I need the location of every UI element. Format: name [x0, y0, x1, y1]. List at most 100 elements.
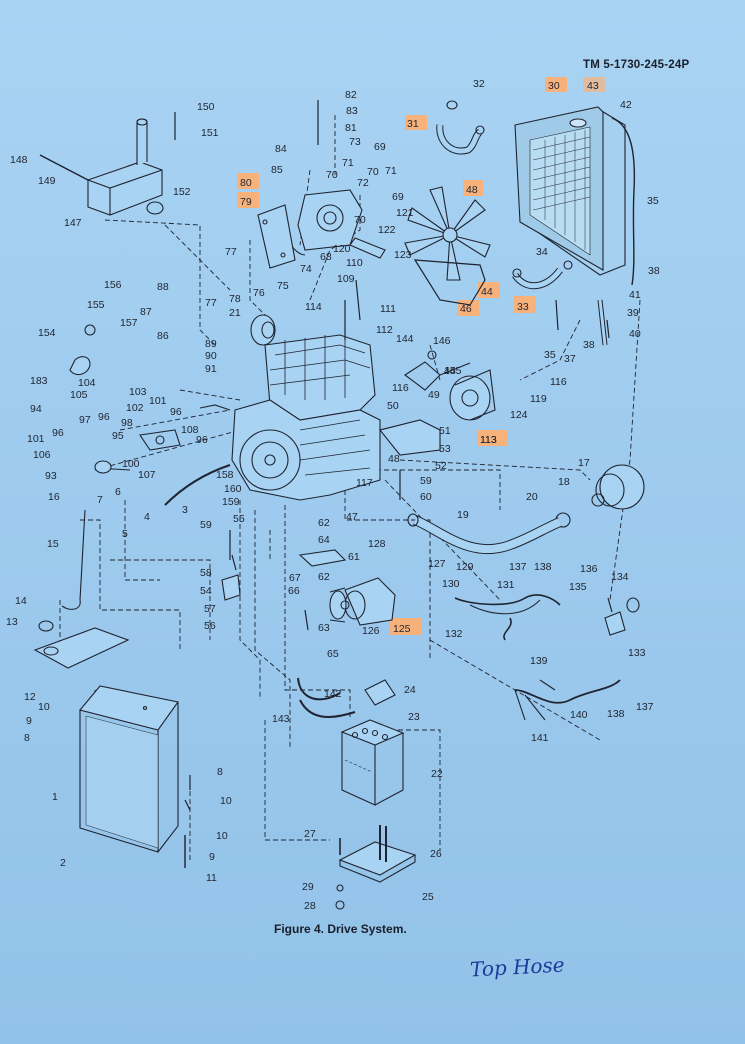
callout-64: 64: [318, 534, 330, 546]
callout-35: 35: [647, 195, 659, 207]
callout-8: 8: [24, 732, 30, 744]
callout-67: 67: [289, 572, 301, 584]
callout-138: 138: [607, 708, 625, 720]
callout-137: 137: [636, 701, 654, 713]
battery: [340, 719, 405, 806]
callout-68: 68: [320, 251, 332, 263]
callout-29: 29: [302, 881, 314, 893]
callout-18: 18: [558, 476, 570, 488]
engine: [199, 334, 381, 501]
callout-1: 1: [52, 791, 58, 803]
callout-52: 52: [435, 460, 447, 472]
callout-21: 21: [229, 307, 241, 319]
callout-13: 13: [6, 616, 18, 628]
callout-39: 39: [627, 307, 639, 319]
highlight-43: [583, 77, 605, 92]
callout-48: 48: [466, 184, 478, 196]
callout-110: 110: [346, 257, 363, 269]
callout-133: 133: [628, 647, 646, 659]
callout-55: 55: [233, 513, 245, 525]
callout-159: 159: [222, 496, 240, 508]
callout-10: 10: [216, 830, 228, 842]
callout-95: 95: [112, 430, 124, 442]
callout-121: 121: [396, 207, 414, 219]
callout-140: 140: [570, 709, 588, 721]
callout-59: 59: [420, 475, 432, 487]
callout-2: 2: [60, 857, 66, 869]
callout-62: 62: [318, 571, 330, 583]
highlight-44: [478, 282, 500, 298]
callout-41: 41: [629, 289, 641, 301]
callout-131: 131: [497, 579, 515, 591]
callout-12: 12: [24, 691, 36, 703]
callout-60: 60: [420, 491, 432, 503]
highlight-33: [514, 296, 536, 313]
handwritten-note: Top Hose: [469, 952, 566, 982]
callout-129: 129: [456, 561, 474, 573]
callout-28: 28: [304, 900, 316, 912]
callout-30: 30: [548, 80, 560, 92]
callout-127: 127: [428, 558, 446, 570]
callout-69: 69: [374, 141, 386, 153]
highlight-30: [545, 77, 567, 92]
callout-87: 87: [140, 306, 152, 318]
callout-70: 70: [367, 166, 379, 178]
callout-103: 103: [129, 386, 147, 398]
callout-111: 111: [380, 303, 396, 315]
callout-112: 112: [376, 324, 393, 336]
callout-48: 48: [388, 453, 400, 465]
fan: [404, 186, 491, 281]
callout-96: 96: [52, 427, 64, 439]
callout-17: 17: [578, 457, 590, 469]
callout-124: 124: [510, 409, 528, 421]
highlight-125: [390, 618, 422, 635]
callout-40: 40: [629, 328, 641, 340]
fuel-tank: [79, 685, 179, 853]
callout-116: 116: [550, 376, 567, 388]
callout-84: 84: [275, 143, 287, 155]
callout-122: 122: [378, 224, 396, 236]
callout-106: 106: [33, 449, 51, 461]
callout-15: 15: [47, 538, 59, 550]
callout-86: 86: [157, 330, 169, 342]
callout-26: 26: [430, 848, 442, 860]
callout-101: 101: [27, 433, 45, 445]
callout-105: 105: [70, 389, 88, 401]
callout-66: 66: [288, 585, 300, 597]
document-number: TM 5-1730-245-24P: [583, 59, 690, 71]
callout-80: 80: [240, 177, 252, 189]
callout-27: 27: [304, 828, 316, 840]
callout-138: 138: [534, 561, 552, 573]
highlight-79: [237, 192, 259, 208]
callout-38: 38: [583, 339, 595, 351]
callout-96: 96: [196, 434, 208, 446]
starter: [329, 577, 396, 626]
callout-85: 85: [271, 164, 283, 176]
callout-149: 149: [38, 175, 56, 187]
callout-62: 62: [318, 517, 330, 529]
callout-108: 108: [181, 424, 199, 436]
callout-82: 82: [345, 89, 357, 101]
callout-94: 94: [30, 403, 42, 415]
highlight-80: [237, 173, 259, 189]
callout-75: 75: [277, 280, 289, 292]
callout-147: 147: [64, 217, 82, 229]
callout-77: 77: [225, 246, 237, 258]
muffler: [39, 118, 164, 216]
callout-42: 42: [620, 99, 632, 111]
callout-152: 152: [173, 186, 191, 198]
callout-157: 157: [120, 317, 138, 329]
callout-61: 61: [348, 551, 360, 563]
callout-120: 120: [333, 243, 351, 255]
callout-90: 90: [205, 350, 217, 362]
callout-96: 96: [170, 406, 182, 418]
callout-16: 16: [48, 491, 60, 503]
callout-57: 57: [204, 603, 216, 615]
callout-76: 76: [253, 287, 265, 299]
callout-109: 109: [337, 273, 355, 285]
highlight-48: [463, 180, 483, 196]
callout-145: 145: [444, 365, 462, 377]
callout-134: 134: [611, 571, 629, 583]
callout-25: 25: [422, 891, 434, 903]
callout-160: 160: [224, 483, 242, 495]
